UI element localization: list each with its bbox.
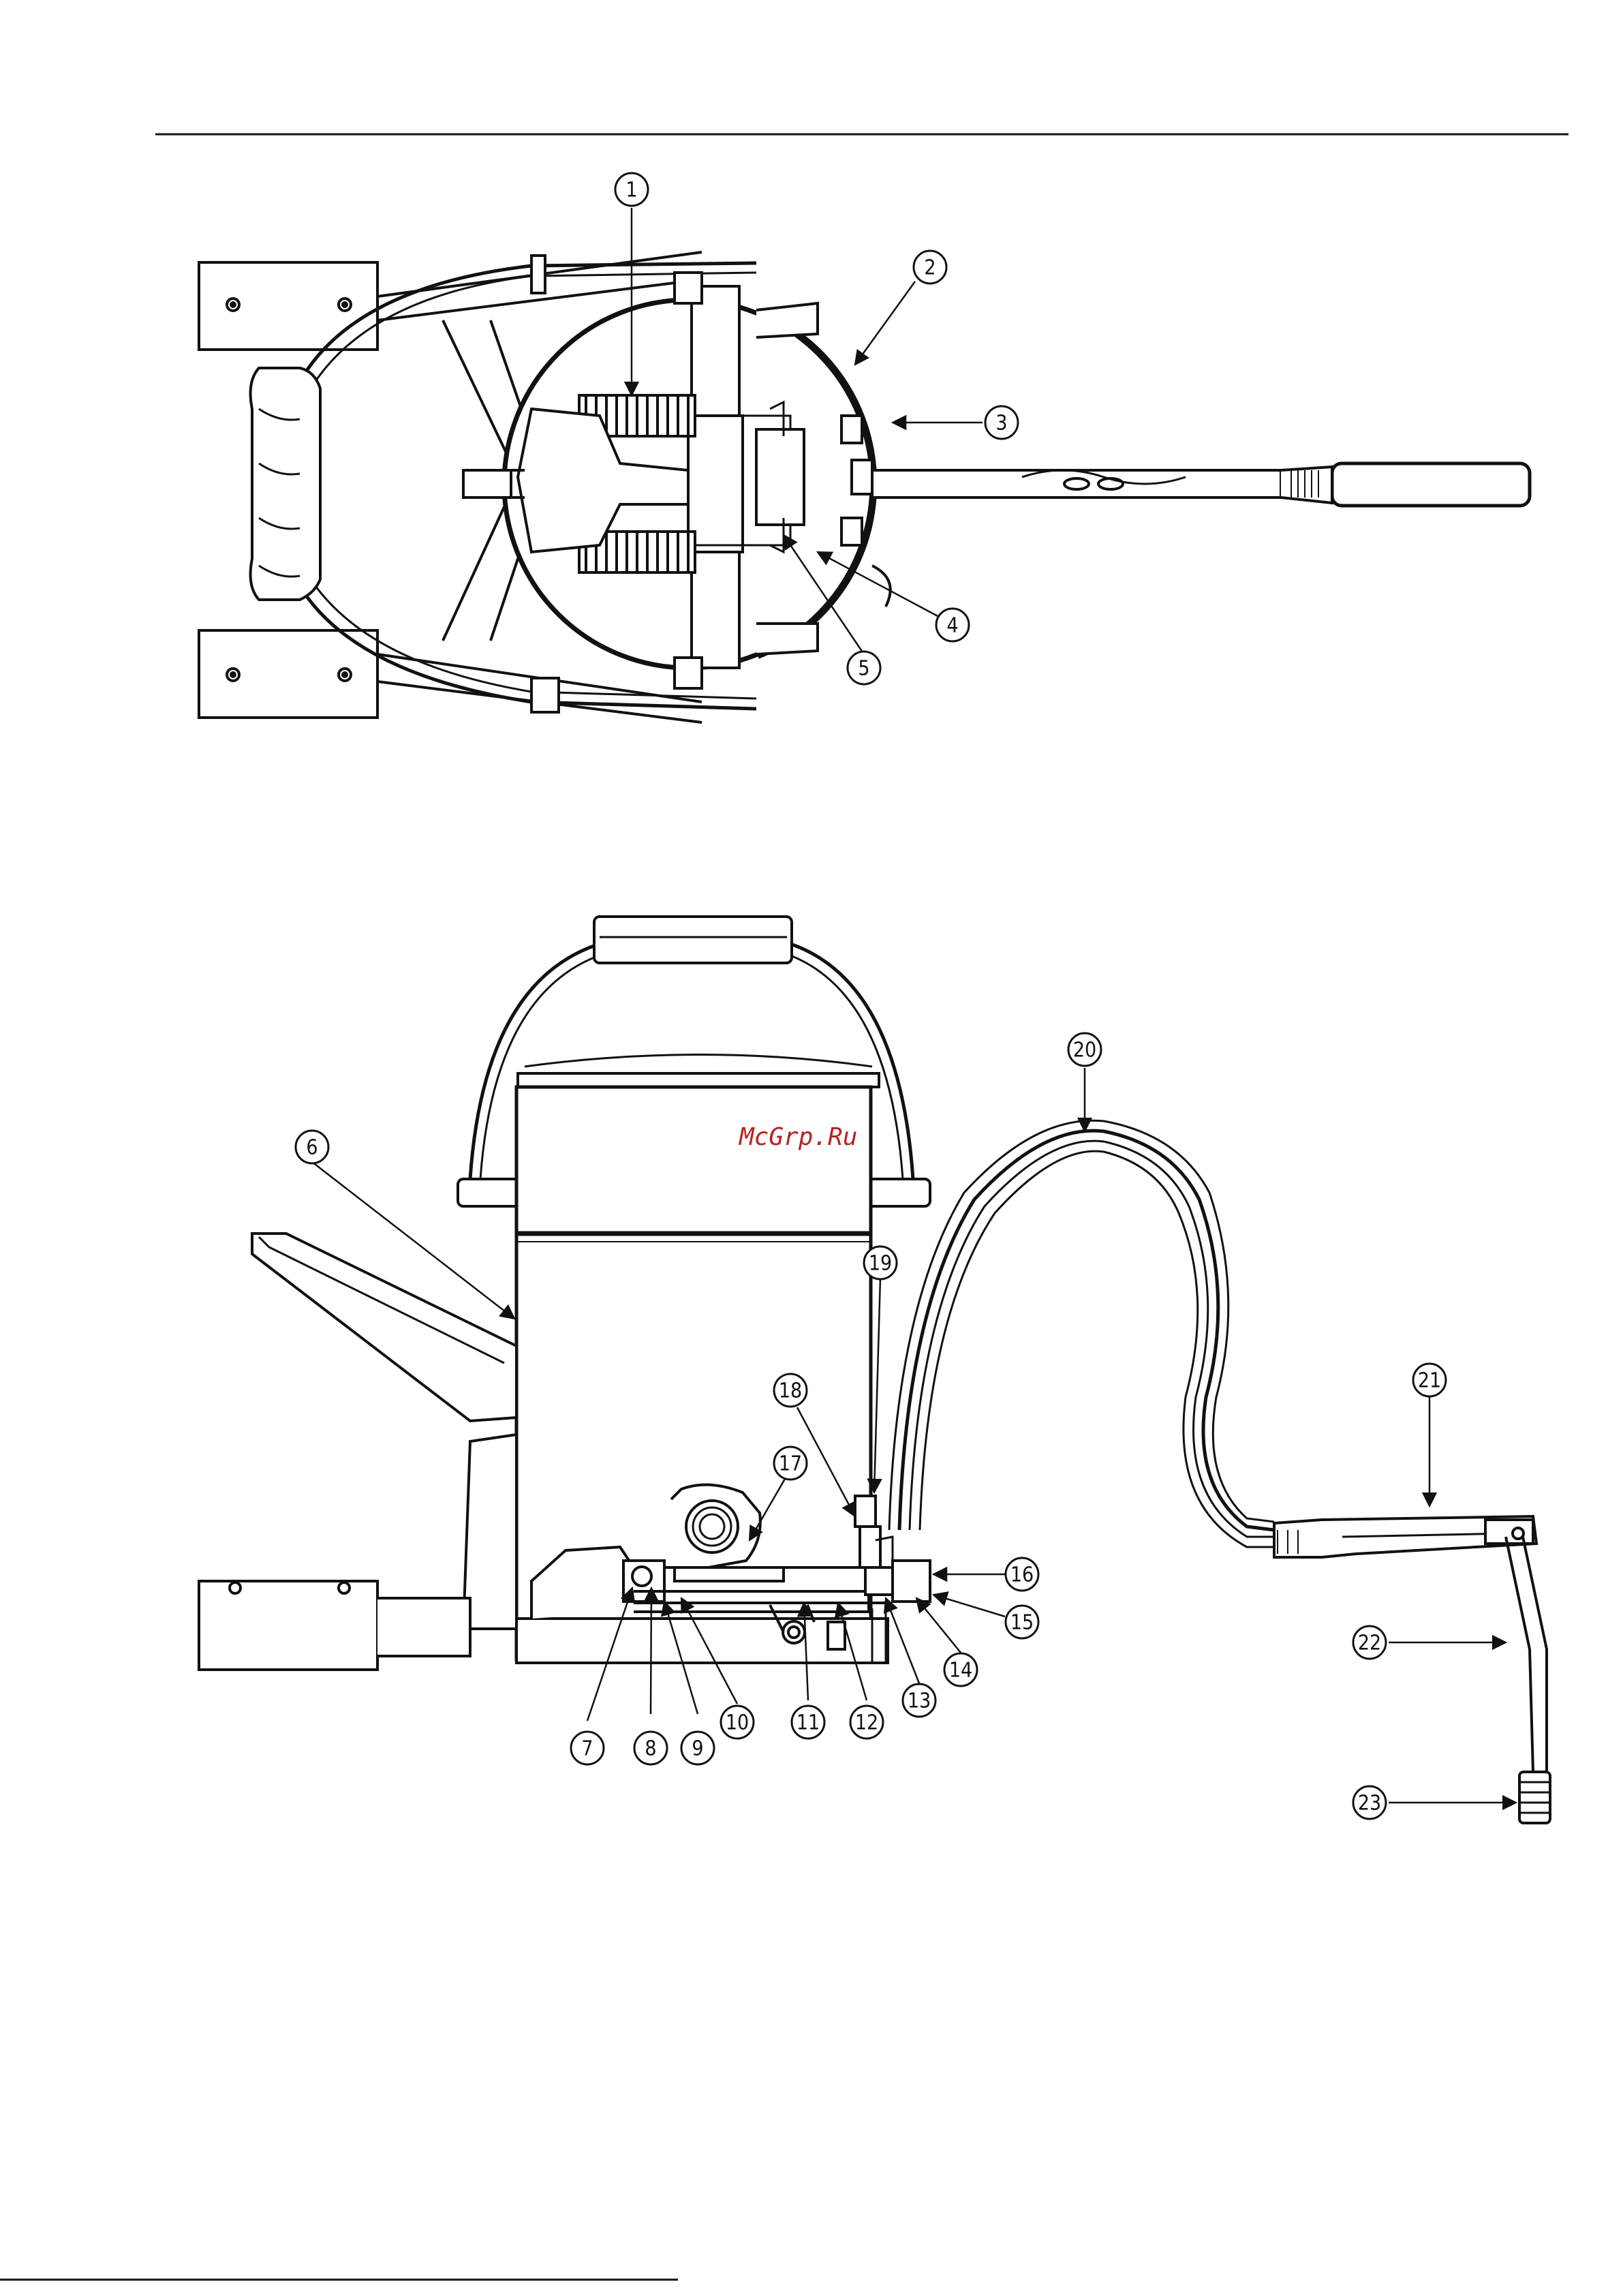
- callout-5: 5: [848, 652, 880, 684]
- svg-text:1: 1: [625, 179, 637, 202]
- callout-2: 2: [914, 251, 946, 284]
- svg-text:21: 21: [1418, 1369, 1441, 1393]
- callout-19: 19: [864, 1246, 897, 1279]
- callout-14: 14: [944, 1653, 977, 1686]
- callout-16: 16: [1006, 1558, 1038, 1591]
- callout-7: 7: [571, 1732, 604, 1764]
- callout-21: 21: [1413, 1364, 1446, 1396]
- svg-text:16: 16: [1010, 1563, 1034, 1587]
- callout-18: 18: [774, 1374, 807, 1407]
- callout-10: 10: [721, 1706, 754, 1739]
- bale-grip: [251, 368, 320, 600]
- svg-text:8: 8: [645, 1737, 656, 1761]
- watermark: McGrp.Ru: [738, 1123, 857, 1151]
- callout-13: 13: [903, 1684, 936, 1717]
- svg-text:5: 5: [858, 657, 869, 681]
- svg-text:3: 3: [995, 412, 1007, 435]
- callout-9: 9: [681, 1732, 714, 1764]
- callout-11: 11: [792, 1706, 824, 1739]
- callout-3: 3: [985, 406, 1018, 439]
- svg-text:2: 2: [924, 256, 936, 280]
- callout-22: 22: [1353, 1626, 1386, 1659]
- svg-text:6: 6: [306, 1136, 318, 1160]
- svg-text:7: 7: [581, 1737, 593, 1761]
- svg-text:10: 10: [726, 1711, 749, 1735]
- callout-1: 1: [615, 173, 648, 206]
- callout-15: 15: [1006, 1606, 1038, 1638]
- svg-text:23: 23: [1358, 1792, 1381, 1816]
- callout-23: 23: [1353, 1786, 1386, 1819]
- callout-12: 12: [850, 1706, 883, 1739]
- svg-text:11: 11: [797, 1711, 820, 1735]
- svg-text:20: 20: [1073, 1039, 1096, 1062]
- callout-6: 6: [296, 1131, 328, 1163]
- callout-4: 4: [936, 609, 969, 641]
- svg-text:14: 14: [949, 1659, 972, 1683]
- svg-text:22: 22: [1358, 1632, 1381, 1655]
- callout-17: 17: [774, 1447, 807, 1480]
- svg-text:9: 9: [692, 1737, 703, 1761]
- svg-text:18: 18: [779, 1379, 802, 1403]
- side-view-drawing: [199, 917, 1550, 1823]
- callout-20: 20: [1068, 1033, 1101, 1066]
- coupler-tip: [1519, 1772, 1550, 1823]
- svg-text:19: 19: [869, 1252, 892, 1276]
- svg-text:13: 13: [908, 1689, 931, 1713]
- bale-grip-side-view: [594, 917, 792, 963]
- svg-text:17: 17: [779, 1452, 802, 1476]
- foot-pedal-side: [199, 1581, 377, 1670]
- svg-text:15: 15: [1010, 1611, 1034, 1635]
- lever-grip-top-view: [1332, 463, 1530, 506]
- callout-8: 8: [634, 1732, 667, 1764]
- svg-text:4: 4: [946, 614, 958, 638]
- filler-chute: [252, 1234, 516, 1421]
- svg-text:12: 12: [855, 1711, 878, 1735]
- extension-tube: [1506, 1537, 1547, 1772]
